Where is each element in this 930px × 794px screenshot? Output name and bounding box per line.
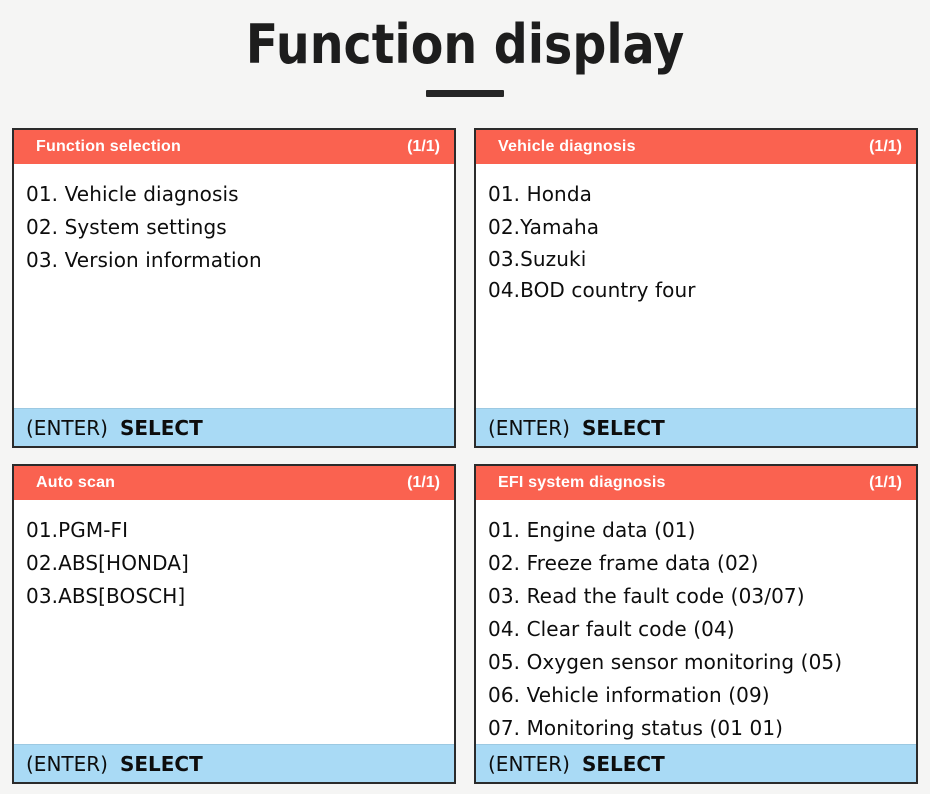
panel-function-selection: Function selection (1/1) 01. Vehicle dia… xyxy=(12,128,456,448)
page-title: Function display xyxy=(245,13,685,76)
list-item[interactable]: 04. Clear fault code (04) xyxy=(488,617,735,641)
list-item[interactable]: 01. Engine data (01) xyxy=(488,518,696,542)
panel-header-auto-scan: Auto scan (1/1) xyxy=(14,466,454,500)
panel-body-auto-scan: 01.PGM-FI 02.ABS[HONDA] 03.ABS[BOSCH] xyxy=(14,500,454,744)
panel-title: Function selection xyxy=(36,138,181,155)
list-item[interactable]: 01. Vehicle diagnosis xyxy=(26,182,239,206)
list-item[interactable]: 03. Read the fault code (03/07) xyxy=(488,584,805,608)
title-block: Function display xyxy=(0,0,930,97)
list-item[interactable]: 02.Yamaha xyxy=(488,215,600,239)
list-item[interactable]: 03.Suzuki xyxy=(488,247,587,271)
panel-footer-auto-scan[interactable]: (ENTER) SELECT xyxy=(14,744,454,782)
panel-title: Vehicle diagnosis xyxy=(498,138,636,155)
list-item[interactable]: 04.BOD country four xyxy=(488,278,696,302)
select-action-label: SELECT xyxy=(119,751,203,776)
panel-title: EFI system diagnosis xyxy=(498,474,666,491)
enter-key-label: (ENTER) xyxy=(26,751,108,776)
menu-list: 01. Honda 02.Yamaha 03.Suzuki 04.BOD cou… xyxy=(488,178,906,306)
enter-key-label: (ENTER) xyxy=(488,415,570,440)
list-item[interactable]: 02.ABS[HONDA] xyxy=(26,551,189,575)
menu-list: 01. Engine data (01) 02. Freeze frame da… xyxy=(488,514,906,744)
panel-efi-system-diagnosis: EFI system diagnosis (1/1) 01. Engine da… xyxy=(474,464,918,784)
panel-footer-function-selection[interactable]: (ENTER) SELECT xyxy=(14,408,454,446)
panel-body-efi-system-diagnosis: 01. Engine data (01) 02. Freeze frame da… xyxy=(476,500,916,744)
list-item[interactable]: 02. System settings xyxy=(26,215,227,239)
panel-footer-vehicle-diagnosis[interactable]: (ENTER) SELECT xyxy=(476,408,916,446)
panel-body-vehicle-diagnosis: 01. Honda 02.Yamaha 03.Suzuki 04.BOD cou… xyxy=(476,164,916,408)
list-item[interactable]: 06. Vehicle information (09) xyxy=(488,683,770,707)
list-item[interactable]: 02. Freeze frame data (02) xyxy=(488,551,759,575)
panel-pager: (1/1) xyxy=(407,138,440,155)
menu-list: 01.PGM-FI 02.ABS[HONDA] 03.ABS[BOSCH] xyxy=(26,514,444,613)
list-item[interactable]: 03. Version information xyxy=(26,248,262,272)
list-item[interactable]: 01.PGM-FI xyxy=(26,518,129,542)
list-item[interactable]: 03.ABS[BOSCH] xyxy=(26,584,186,608)
enter-key-label: (ENTER) xyxy=(26,415,108,440)
list-item[interactable]: 01. Honda xyxy=(488,182,592,206)
panel-body-function-selection: 01. Vehicle diagnosis 02. System setting… xyxy=(14,164,454,408)
menu-list: 01. Vehicle diagnosis 02. System setting… xyxy=(26,178,444,277)
select-action-label: SELECT xyxy=(581,751,665,776)
panel-pager: (1/1) xyxy=(869,138,902,155)
enter-key-label: (ENTER) xyxy=(488,751,570,776)
panel-pager: (1/1) xyxy=(407,474,440,491)
select-action-label: SELECT xyxy=(581,415,665,440)
panel-header-efi-system-diagnosis: EFI system diagnosis (1/1) xyxy=(476,466,916,500)
panel-footer-efi-system-diagnosis[interactable]: (ENTER) SELECT xyxy=(476,744,916,782)
panel-title: Auto scan xyxy=(36,474,116,491)
select-action-label: SELECT xyxy=(119,415,203,440)
panel-grid: Function selection (1/1) 01. Vehicle dia… xyxy=(12,128,918,784)
panel-pager: (1/1) xyxy=(869,474,902,491)
list-item[interactable]: 07. Monitoring status (01 01) xyxy=(488,716,784,740)
panel-header-function-selection: Function selection (1/1) xyxy=(14,130,454,164)
list-item[interactable]: 05. Oxygen sensor monitoring (05) xyxy=(488,650,843,674)
panel-auto-scan: Auto scan (1/1) 01.PGM-FI 02.ABS[HONDA] … xyxy=(12,464,456,784)
panel-header-vehicle-diagnosis: Vehicle diagnosis (1/1) xyxy=(476,130,916,164)
panel-vehicle-diagnosis: Vehicle diagnosis (1/1) 01. Honda 02.Yam… xyxy=(474,128,918,448)
title-underline-rule xyxy=(426,90,504,97)
